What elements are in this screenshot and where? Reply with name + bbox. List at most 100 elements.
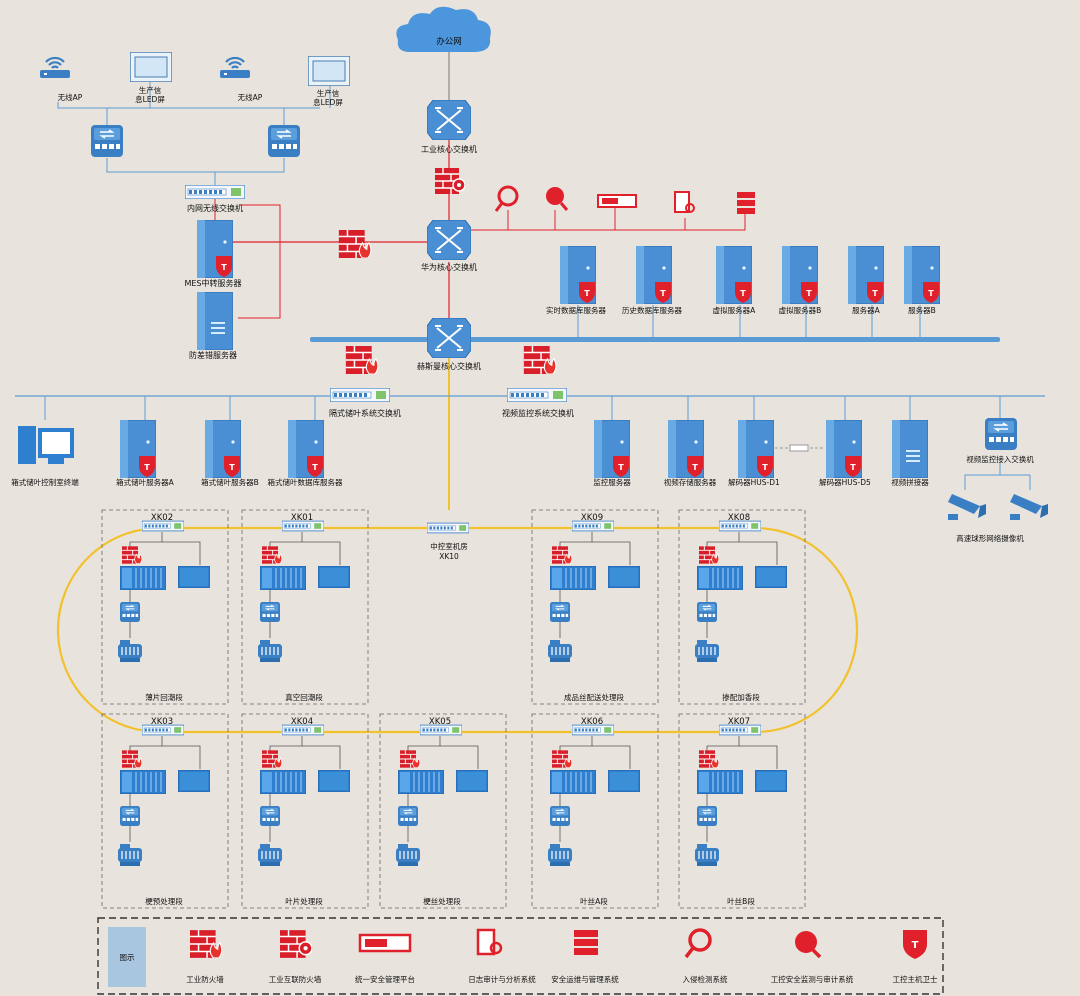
wireless-ap-icon [40, 56, 70, 78]
industrial-firewall-icon [400, 750, 420, 768]
terminal-label: 箱式储叶控制室终端 [11, 477, 79, 487]
plc-icon [550, 566, 596, 590]
industrial-firewall-icon [338, 230, 372, 258]
led-screen-label: 息LED屏 [135, 94, 165, 104]
intrusion-detection-icon [497, 185, 519, 207]
server-bus [310, 337, 1000, 342]
video-access-switch-label: 视频监控接入交换机 [966, 454, 1034, 464]
access-switch-icon [260, 602, 280, 622]
cell-link [269, 532, 303, 550]
legend-item-label: 日志审计与分析系统 [468, 974, 536, 984]
camera-label: 高速球形网络摄像机 [956, 533, 1024, 543]
cell-id-label: XK04 [291, 717, 313, 727]
legend-item-label: 统一安全管理平台 [355, 974, 415, 984]
legend-item-label: 工业防火墙 [186, 974, 224, 984]
motor-icon [548, 844, 573, 866]
hmi-icon [318, 566, 350, 588]
led-screen-label: 息LED屏 [313, 97, 343, 107]
anti-error-server-label: 防差错服务器 [189, 350, 237, 360]
video-server-label: 视频存储服务器 [664, 477, 717, 487]
hirschmann-core-switch-icon [427, 318, 471, 358]
motor-icon [695, 844, 720, 866]
cell-boundary [678, 509, 806, 705]
industrial-internet-firewall-icon [435, 168, 465, 194]
intrusion-detection-legend-icon [688, 928, 712, 952]
industrial-firewall-icon [262, 546, 282, 564]
security-ops-icon-layer [737, 200, 755, 206]
terminal-stand-icon [48, 456, 64, 464]
hmi-icon [178, 770, 210, 792]
motor-icon [695, 640, 720, 662]
anti-error-server-icon [197, 292, 233, 350]
cell-id-label: XK03 [151, 717, 173, 727]
cell-link [162, 745, 201, 769]
cell-label: 梗丝处理段 [423, 896, 461, 906]
industrial-internet-firewall-legend-icon [280, 930, 312, 958]
motor-icon [118, 640, 143, 662]
cell-boundary [101, 509, 229, 705]
terminal-tower-icon [18, 426, 36, 464]
intrusion-detection-legend-icon-handle [684, 946, 695, 959]
cell-boundary [101, 713, 229, 909]
ics-audit-icon-handle [559, 202, 569, 211]
camera-icon [1010, 494, 1048, 520]
legend-title-box [108, 927, 146, 987]
unified-security-platform-icon-bar [602, 198, 618, 204]
cell-link [269, 736, 303, 754]
host-guard-legend-icon-glyph: T [912, 940, 919, 951]
cell-boundary [241, 509, 369, 705]
storage-server-label: 箱式储叶数据库服务器 [268, 477, 343, 487]
storage-switch-icon [330, 388, 390, 402]
server-icon [560, 246, 596, 304]
led-screen-icon [308, 56, 350, 86]
motor-icon [548, 640, 573, 662]
server-label: 实时数据库服务器 [546, 305, 606, 315]
cell-id-label: XK01 [291, 513, 313, 523]
server-label: 服务器B [908, 305, 936, 315]
hmi-icon [456, 770, 488, 792]
mes-server-label: MES中转服务器 [184, 278, 241, 288]
cell-id-label: XK08 [728, 513, 750, 523]
security-ops-icon-layer [737, 208, 755, 214]
plc-icon [550, 770, 596, 794]
access-switch-icon [268, 125, 300, 157]
server-icon [848, 246, 884, 304]
plc-icon [120, 770, 166, 794]
security-ops-icon-layer [737, 192, 755, 198]
video-switch-icon [507, 388, 567, 402]
cell-link [407, 736, 441, 754]
video-access-switch-icon [985, 418, 1017, 450]
cell-label: 梗预处理段 [145, 896, 183, 906]
cell-id-label: XK02 [151, 513, 173, 523]
motor-icon [118, 844, 143, 866]
cell-boundary [531, 509, 659, 705]
video-server-label: 视频拼接器 [891, 477, 929, 487]
cell-link [302, 541, 341, 565]
access-switch-icon [697, 806, 717, 826]
cell-label: 叶丝B段 [727, 896, 755, 906]
hmi-icon [178, 566, 210, 588]
legend-item-label: 入侵检测系统 [683, 974, 728, 984]
server-icon [288, 420, 324, 478]
storage-server-label: 箱式储叶服务器A [116, 477, 174, 487]
mes-server-icon [197, 220, 233, 278]
motor-icon [396, 844, 421, 866]
terminal-monitor-icon [38, 428, 74, 458]
industrial-firewall-icon [523, 346, 557, 374]
access-switch-icon [697, 602, 717, 622]
led-screen-icon [130, 52, 172, 82]
motor-icon [258, 640, 283, 662]
anti-error-link [238, 204, 281, 319]
cell-id-label: XK05 [429, 717, 451, 727]
unified-security-platform-legend-icon-bar [365, 939, 387, 947]
wireless-link [57, 102, 320, 109]
huawei-core-switch-label: 华为核心交换机 [421, 262, 477, 272]
office-network-label: 办公网 [436, 36, 462, 47]
control-room-label: XK10 [439, 552, 459, 561]
security-ops-legend-icon-layer [574, 948, 598, 955]
storage-switch-label: 隔式储叶系统交换机 [329, 408, 401, 418]
inner-wireless-switch-label: 内网无线交换机 [187, 203, 243, 213]
video-server-label: 监控服务器 [593, 477, 631, 487]
ics-audit-icon [546, 187, 564, 205]
